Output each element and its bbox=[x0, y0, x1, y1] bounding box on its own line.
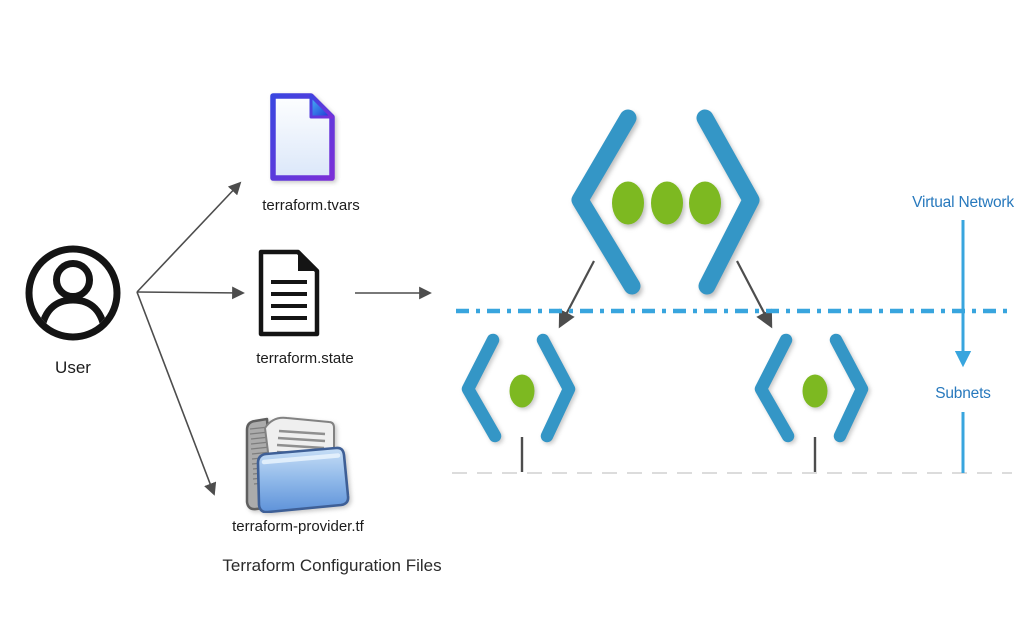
subnet-stub-lines bbox=[520, 437, 817, 472]
user-label: User bbox=[55, 358, 91, 377]
arrow-user-to-provider bbox=[136, 291, 217, 496]
virtual-network-label: Virtual Network bbox=[912, 194, 1014, 211]
config-files-title: Terraform Configuration Files bbox=[222, 556, 442, 575]
bracket-right bbox=[829, 333, 869, 443]
network-dots bbox=[612, 181, 721, 225]
azure-virtual-network-icon bbox=[571, 109, 760, 295]
user-avatar-icon bbox=[25, 245, 121, 341]
arrow-user-to-tvars bbox=[136, 181, 242, 293]
open-folder-documents-icon bbox=[245, 416, 350, 513]
arrow-vnet-to-left-subnet bbox=[558, 260, 595, 329]
fold-corner bbox=[298, 252, 317, 271]
vnet-to-subnet-arrows bbox=[558, 260, 773, 329]
arrow-user-to-state bbox=[136, 286, 245, 300]
provider-label: terraform-provider.tf bbox=[232, 518, 364, 535]
bracket-left bbox=[571, 109, 641, 295]
bracket-right bbox=[696, 109, 760, 295]
text-lines bbox=[271, 280, 307, 320]
text-document-icon bbox=[258, 249, 320, 337]
bracket-left bbox=[461, 333, 502, 443]
subnets-label: Subnets bbox=[935, 385, 991, 402]
bracket-right bbox=[536, 333, 576, 443]
bracket-left bbox=[754, 333, 795, 443]
folder-front bbox=[256, 446, 350, 513]
user-shoulders bbox=[37, 296, 109, 334]
fold-corner bbox=[309, 94, 334, 119]
folder-front-highlight bbox=[261, 453, 341, 465]
subnet-dot bbox=[509, 374, 535, 408]
azure-subnet-icon-left bbox=[461, 333, 576, 443]
user-to-files-arrows bbox=[136, 181, 245, 496]
subnet-dot bbox=[802, 374, 828, 408]
azure-subnet-icon-right bbox=[754, 333, 869, 443]
tvars-label: terraform.tvars bbox=[262, 197, 360, 214]
arrow-vnet-to-right-subnet bbox=[736, 260, 773, 329]
state-label: terraform.state bbox=[256, 350, 354, 367]
blank-document-icon bbox=[270, 93, 335, 181]
